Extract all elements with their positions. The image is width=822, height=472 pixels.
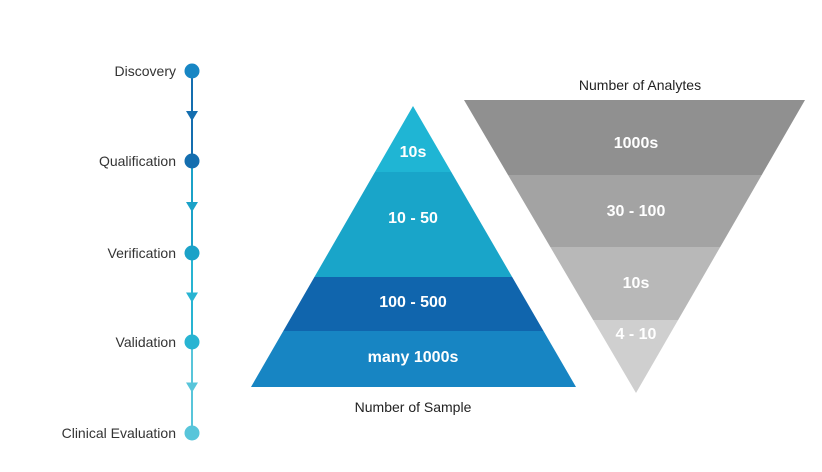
- stage-label-qualification: Qualification: [98, 153, 176, 169]
- sample-tier: [251, 331, 576, 387]
- timeline-arrow-icon: [186, 111, 198, 121]
- stage-label-verification: Verification: [107, 245, 176, 261]
- timeline-arrow-icon: [186, 382, 198, 393]
- sample-tier-label: many 1000s: [367, 349, 459, 366]
- sample-tier-label: 10s: [399, 144, 427, 161]
- sample-tier: [283, 277, 544, 331]
- timeline-node: [184, 63, 200, 79]
- timeline-arrow-icon: [186, 292, 198, 303]
- analyte-tier-label: 30 - 100: [606, 203, 666, 220]
- analyte-tier: [593, 320, 679, 393]
- timeline-node: [184, 153, 200, 169]
- analyte-tier: [508, 175, 762, 247]
- analyte-tier-label: 4 - 10: [615, 326, 657, 343]
- timeline-node: [184, 245, 200, 261]
- analyte-funnel-caption: Number of Analytes: [578, 77, 702, 93]
- sample-tier: [374, 106, 452, 172]
- analyte-tier: [550, 247, 721, 320]
- analyte-tier-label: 1000s: [613, 135, 659, 152]
- timeline-node: [184, 334, 200, 350]
- stage-label-discovery: Discovery: [114, 63, 176, 79]
- sample-tier: [314, 172, 513, 277]
- sample-pyramid-caption: Number of Sample: [354, 399, 472, 415]
- timeline-node: [184, 425, 200, 441]
- analyte-tier-label: 10s: [622, 275, 650, 292]
- sample-tier-label: 10 - 50: [388, 210, 438, 227]
- stage-label-clinical-evaluation: Clinical Evaluation: [61, 425, 176, 441]
- timeline-arrow-icon: [186, 202, 198, 212]
- sample-tier-label: 100 - 500: [379, 294, 447, 311]
- analyte-tier: [464, 100, 805, 175]
- stage-label-validation: Validation: [115, 334, 176, 350]
